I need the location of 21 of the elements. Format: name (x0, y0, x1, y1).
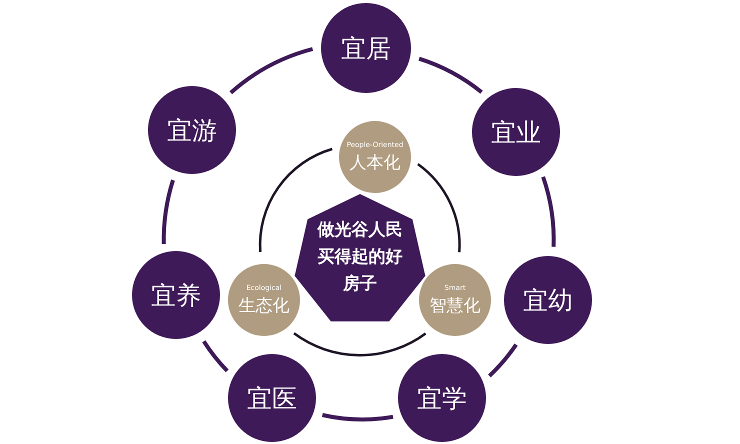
theme-label: 宜养 (151, 280, 201, 312)
ring-arc (258, 148, 333, 252)
ring-arc (322, 413, 394, 422)
theme-label: 宜医 (247, 382, 297, 414)
ring-arc (488, 343, 518, 378)
ring-arc (202, 340, 229, 372)
ring-arc (293, 332, 426, 356)
theme-label: 宜业 (491, 116, 541, 148)
ring-arc (418, 56, 483, 94)
slogan-text: 做光谷人民买得起的好房子 (316, 218, 404, 296)
theme-label: 宜游 (167, 114, 217, 146)
theme-label: 人本化 (350, 152, 400, 174)
theme-label: 智慧化 (430, 294, 480, 316)
theme-label: 生态化 (238, 294, 290, 316)
theme-label: 宜幼 (523, 284, 573, 316)
theme-label: 宜学 (417, 382, 467, 414)
ring-arc (541, 176, 556, 247)
ring-arc (230, 47, 314, 94)
theme-label: 宜居 (341, 32, 391, 64)
ring-arc (417, 163, 461, 252)
ring-arc (162, 180, 175, 244)
